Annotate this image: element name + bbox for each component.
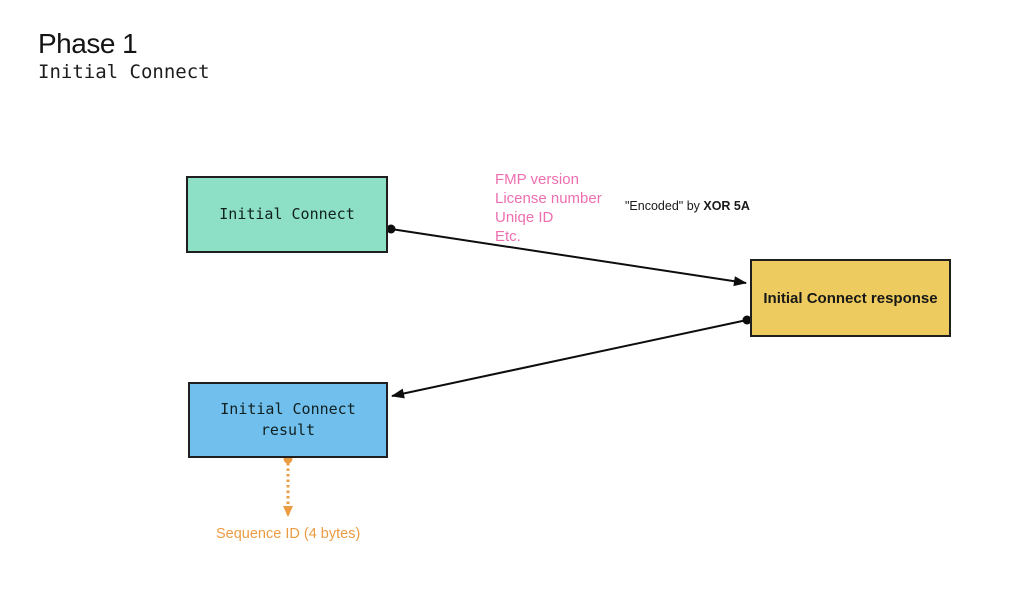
- node-initial-connect: Initial Connect: [186, 176, 388, 253]
- encoded-annotation: "Encoded" by XOR 5A: [625, 199, 750, 213]
- payload-line: License number: [495, 190, 602, 207]
- node-initial-connect-response: Initial Connect response: [750, 259, 951, 337]
- node-initial-connect-result-label: Initial Connect result: [220, 400, 356, 439]
- arrow-response-to-result: [391, 315, 752, 399]
- payload-line: Uniqe ID: [495, 209, 554, 226]
- node-initial-connect-response-label: Initial Connect response: [763, 289, 938, 307]
- encoded-annotation-prefix: "Encoded" by: [625, 199, 704, 213]
- node-initial-connect-label: Initial Connect: [219, 205, 355, 223]
- payload-annotation: FMP version License number Uniqe ID Etc.: [495, 170, 602, 246]
- page-title: Phase 1: [38, 28, 138, 59]
- payload-line: Etc.: [495, 228, 521, 245]
- sequence-annotation: Sequence ID (4 bytes): [216, 526, 361, 542]
- page-subtitle: Initial Connect: [38, 61, 210, 83]
- encoded-annotation-emphasis: XOR 5A: [703, 199, 750, 213]
- node-initial-connect-result: Initial Connect result: [188, 382, 388, 458]
- arrow-result-to-sequence: [283, 454, 293, 517]
- payload-line: FMP version: [495, 171, 579, 188]
